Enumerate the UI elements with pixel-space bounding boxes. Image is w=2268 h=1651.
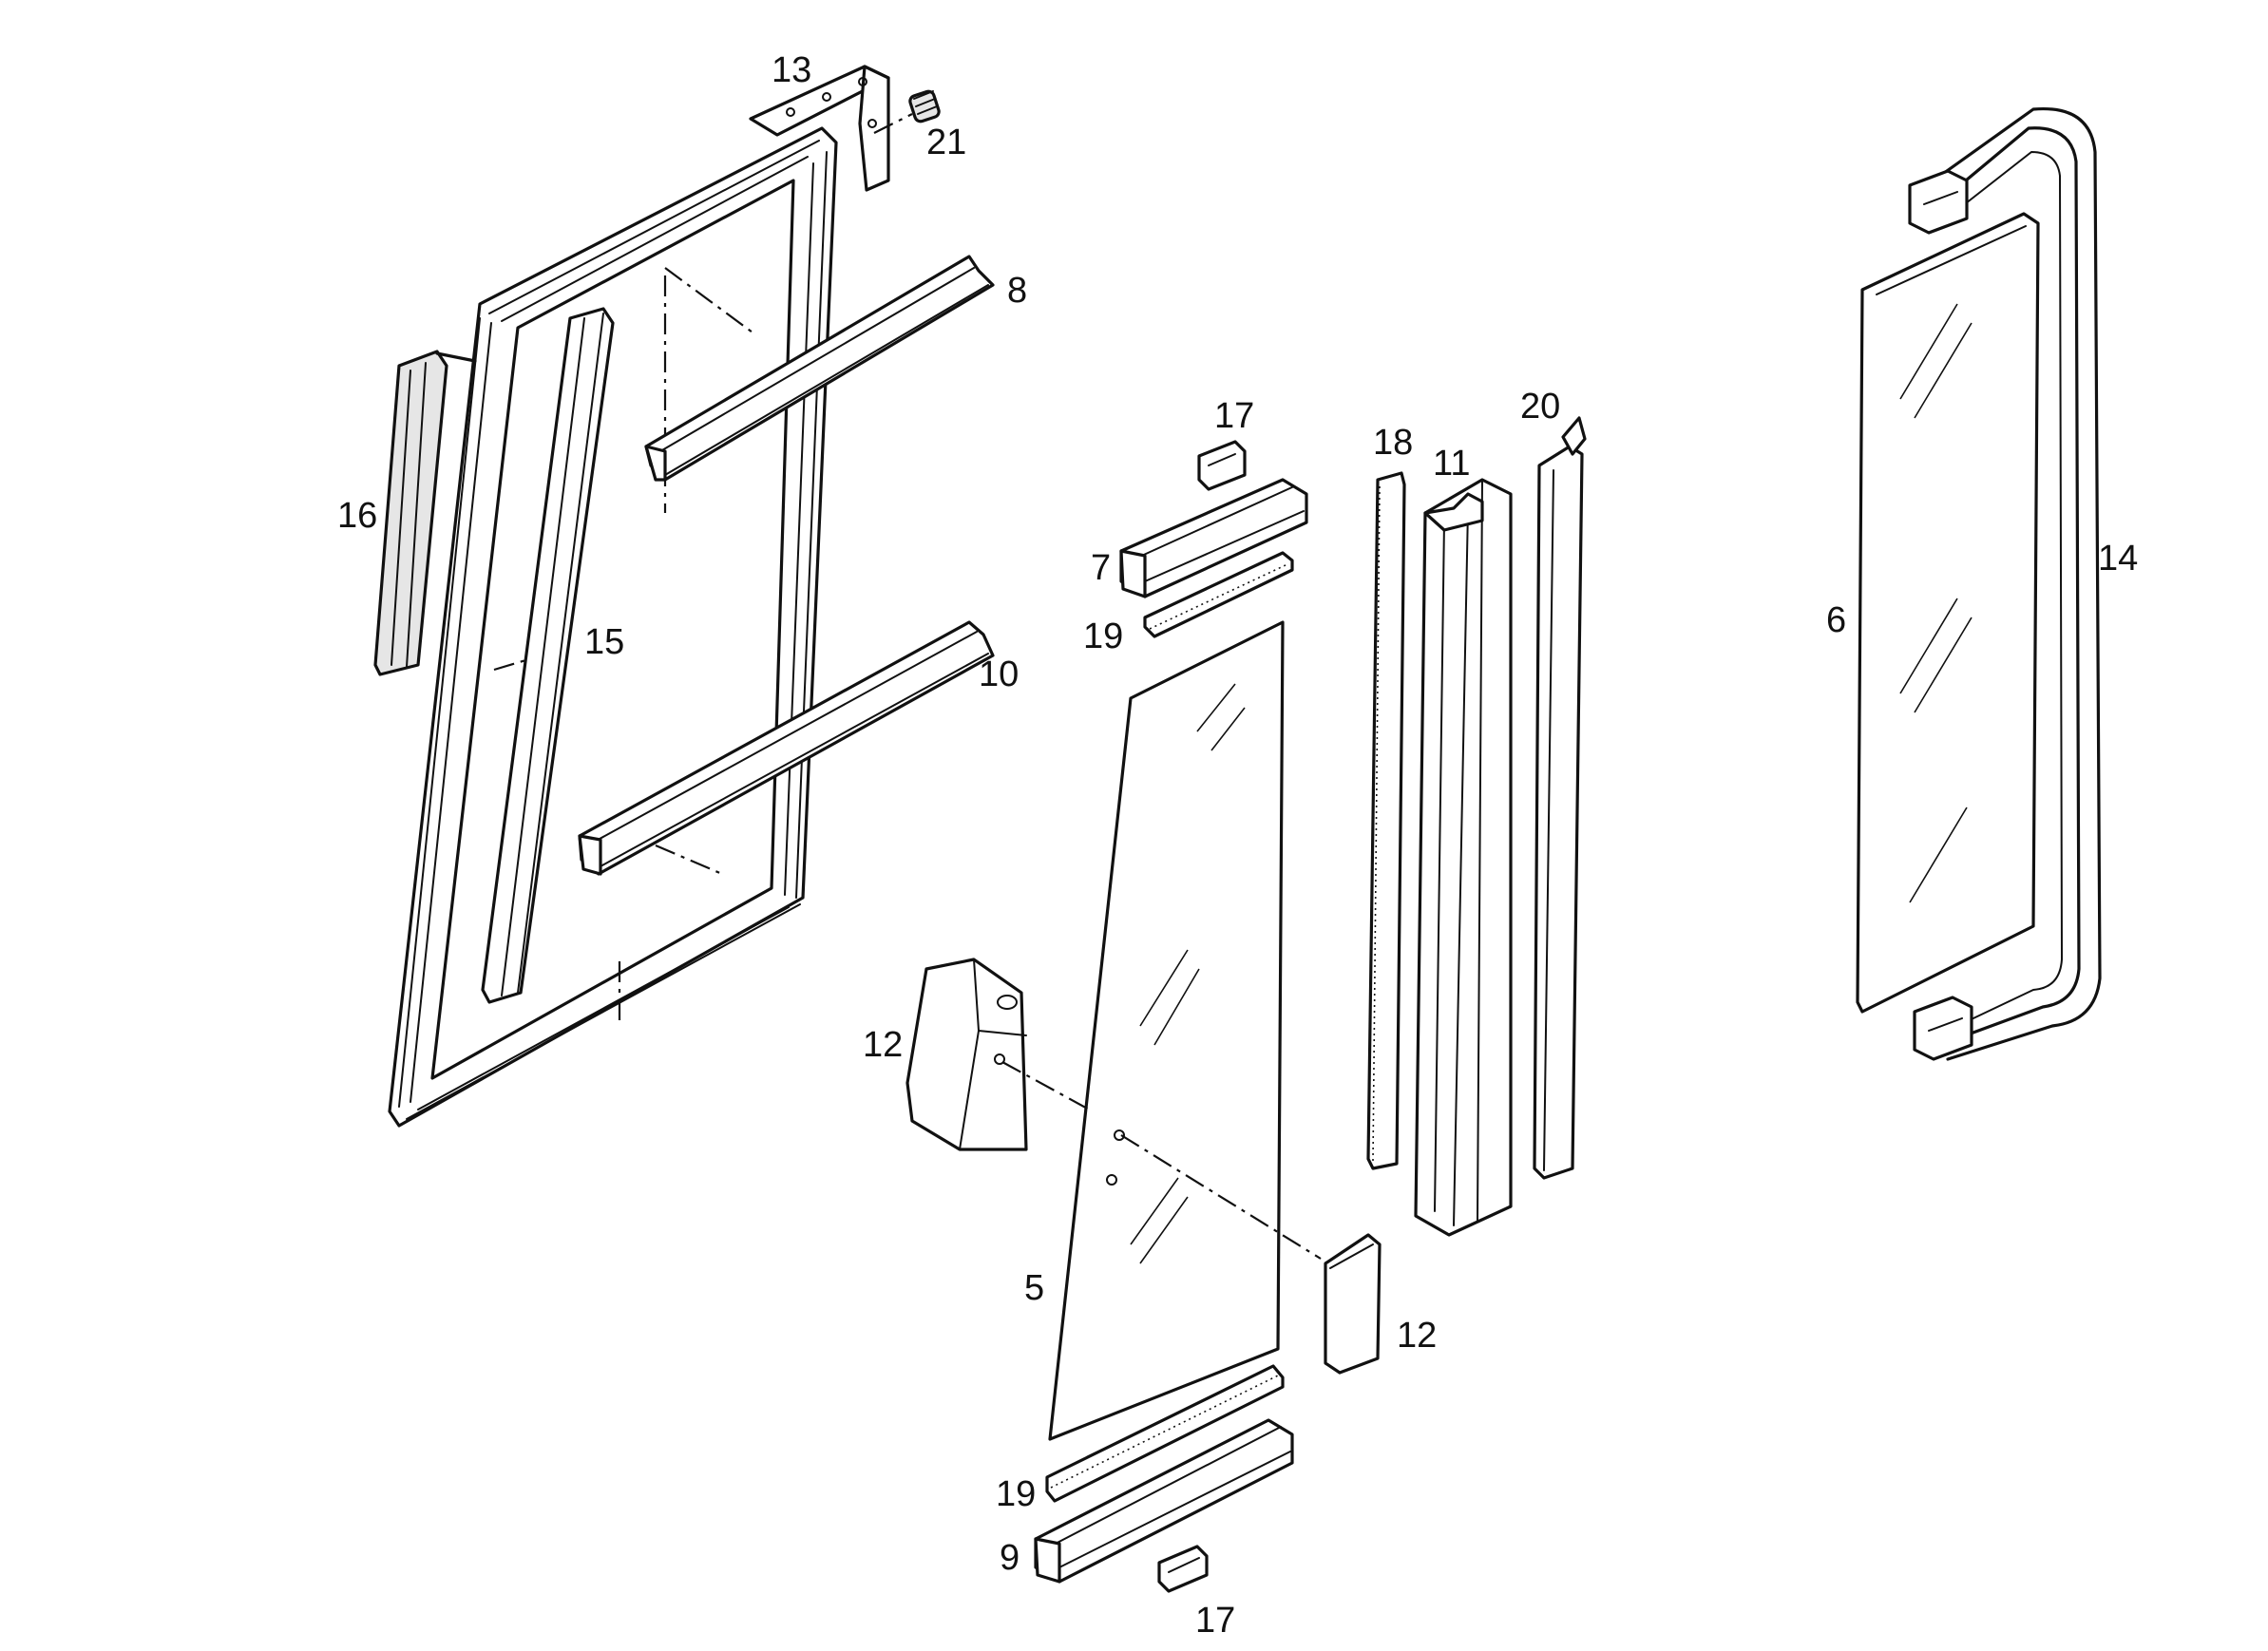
part-15-vertical-bar — [481, 307, 615, 1004]
label-15: 15 — [584, 622, 624, 662]
label-21: 21 — [926, 123, 966, 162]
part-10-lower-rail — [578, 620, 995, 876]
part-17-bottom-block — [1157, 1545, 1209, 1593]
part-13-bracket — [749, 65, 890, 192]
part-20-vertical-strip — [1533, 416, 1587, 1180]
part-16-side-seal — [373, 350, 477, 676]
part-11-vertical-profile — [1414, 478, 1513, 1237]
part-6-rectangle-glass — [1856, 212, 2040, 1014]
label-12-right: 12 — [1397, 1316, 1437, 1356]
part-5-triangle-glass — [1048, 620, 1285, 1441]
label-5: 5 — [1024, 1268, 1044, 1308]
part-8-upper-rail — [644, 255, 995, 482]
part-17-top-block — [1197, 440, 1247, 491]
part-19-bottom-strip — [1045, 1364, 1285, 1503]
part-21-screw — [873, 89, 941, 134]
part-7-top-channel — [1119, 478, 1308, 598]
label-19-bottom: 19 — [996, 1474, 1036, 1514]
label-13: 13 — [772, 50, 811, 90]
part-9-bottom-channel — [1034, 1418, 1294, 1584]
label-7: 7 — [1091, 548, 1111, 588]
label-19-top: 19 — [1083, 617, 1123, 656]
label-12-left: 12 — [863, 1025, 903, 1065]
label-17-top: 17 — [1214, 396, 1254, 436]
label-20: 20 — [1520, 387, 1560, 427]
label-16: 16 — [337, 496, 377, 536]
part-12-right-cap — [1324, 1233, 1382, 1375]
label-10: 10 — [979, 655, 1019, 694]
label-9: 9 — [1000, 1538, 1020, 1578]
mount-axis-line — [1120, 1134, 1322, 1260]
label-17-bottom: 17 — [1195, 1601, 1235, 1641]
label-11: 11 — [1433, 444, 1470, 484]
part-14-u-seal — [1908, 106, 2102, 1061]
label-18: 18 — [1373, 423, 1413, 463]
part-19-top-strip — [1143, 551, 1294, 638]
label-14: 14 — [2098, 539, 2138, 579]
label-6: 6 — [1826, 600, 1846, 640]
label-8: 8 — [1007, 271, 1027, 311]
part-18-serrated-strip — [1366, 471, 1406, 1170]
part-12-left-mount — [905, 958, 1094, 1151]
